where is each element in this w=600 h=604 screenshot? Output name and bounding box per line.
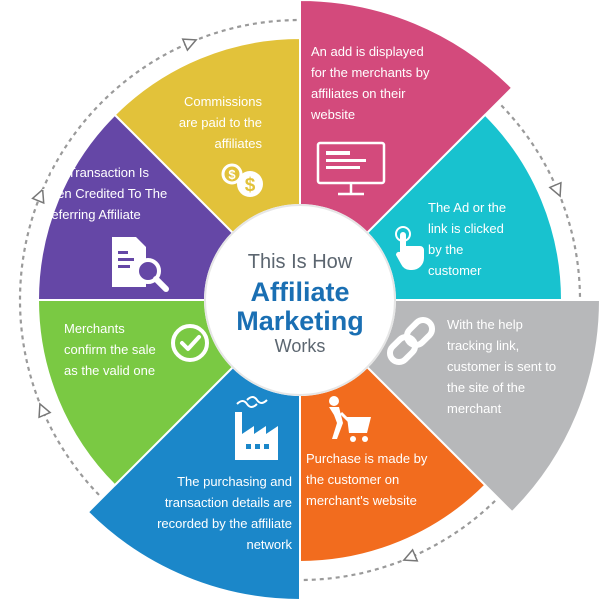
segment-text-line: confirm the sale [64,342,156,357]
cycle-arrowhead [31,187,45,205]
segment-text-line: transaction details are [165,495,292,510]
segment-text-line: affiliates on their [311,86,406,101]
center-line-1: This Is How [248,251,353,273]
segment-text-line: by the [428,242,463,257]
pointer-hand-icon [395,226,424,270]
segment-text-purchase: Purchase is made by the customer on mercha… [306,451,428,508]
segment-text-line: An add is displayed [311,44,424,59]
svg-text:$: $ [245,175,256,196]
segment-text-confirm: Merchants confirm the sale as the valid on… [64,321,156,378]
segment-text-ad-click: The Ad or the link is clicked by the custom… [428,200,506,278]
segment-text-line: With the help [447,317,523,332]
segment-text-line: The Transaction Is [42,165,149,180]
segment-text-line: Referring Affiliate [42,207,141,222]
segment-text-line: affiliates [215,136,263,151]
segment-texts: An add is displayed for the merchants by a… [42,44,556,552]
segment-text-line: The purchasing and [177,474,292,489]
segment-text-line: The Ad or the [428,200,506,215]
segment-text-line: website [310,107,355,122]
segment-text-commission: Commissions are paid to the affiliates [179,94,263,151]
center-line-2: Affiliate [250,277,349,307]
shopping-cart-icon [329,396,371,442]
segment-text-recorded: The purchasing and transaction details ar… [157,474,292,552]
center-line-3: Marketing [236,306,364,336]
segment-text-line: recorded by the affiliate [157,516,292,531]
cycle-arrowhead [181,38,198,52]
segment-text-line: Purchase is made by [306,451,428,466]
segment-text-line: as the valid one [64,363,155,378]
link-icon [386,316,436,366]
segment-text-line: customer [428,263,482,278]
segment-text-line: are paid to the [179,115,262,130]
segment-text-line: network [246,537,292,552]
segment-text-line: customer is sent to [447,359,556,374]
cycle-arrowhead [548,181,562,198]
monitor-icon [316,141,386,196]
segment-text-line: for the merchants by [311,65,430,80]
coins-dollar-icon: $ $ [221,163,263,197]
svg-text:$: $ [228,167,236,182]
segment-icons: $ $ [112,141,436,460]
segment-text-line: merchant [447,401,502,416]
segment-text-ad-display: An add is displayed for the merchants by a… [310,44,430,122]
segment-text-line: the customer on [306,472,399,487]
segment-text-line: Commissions [184,94,263,109]
center-title: This Is How Affiliate Marketing Works [204,204,396,396]
segment-text-line: tracking link, [447,338,519,353]
segment-text-line: the site of the [447,380,525,395]
check-circle-icon [171,324,209,362]
document-search-icon [112,237,169,292]
cycle-arrowhead [402,548,419,562]
segment-text-line: link is clicked [428,221,504,236]
cycle-arrowhead [38,402,52,419]
factory-icon [235,396,278,460]
segment-text-tracking-link: With the help tracking link, customer is s… [447,317,556,416]
segment-text-line: Then Credited To The [42,186,167,201]
segment-text-line: merchant's website [306,493,417,508]
center-line-4: Works [275,336,326,356]
center-disc [204,204,396,396]
segment-text-line: Merchants [64,321,125,336]
